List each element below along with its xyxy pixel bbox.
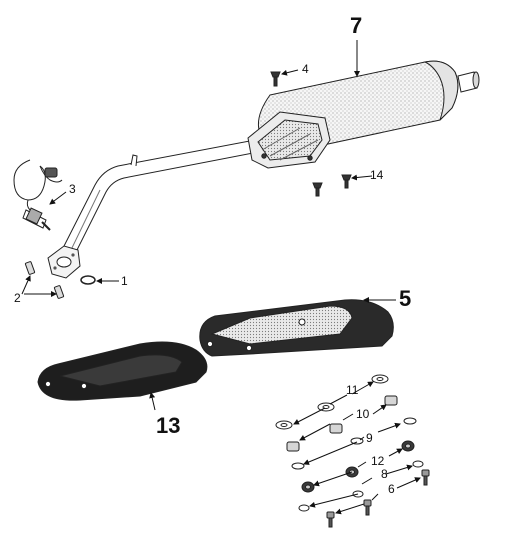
- collars: [286, 395, 398, 452]
- callout-10: 10: [356, 407, 370, 421]
- callout-2: 2: [14, 291, 21, 305]
- screws: [326, 469, 430, 528]
- oxygen-sensor: [13, 159, 63, 231]
- callout-13: 13: [156, 413, 181, 438]
- callout-5: 5: [399, 286, 412, 311]
- callout-8: 8: [381, 467, 388, 481]
- flange-studs: [24, 261, 65, 299]
- callout-14: 14: [370, 168, 384, 182]
- callout-1: 1: [121, 274, 128, 288]
- washers: [275, 374, 424, 512]
- muffler: [247, 60, 480, 169]
- callout-4: 4: [302, 62, 309, 76]
- muffler-protector-cover: [199, 299, 394, 357]
- gasket: [80, 275, 96, 285]
- exhaust-flange: [47, 245, 81, 279]
- callout-9: 9: [366, 431, 373, 445]
- muffler-bolts: [270, 71, 352, 197]
- callout-3: 3: [69, 182, 76, 196]
- callout-7: 7: [350, 13, 363, 38]
- exhaust-pipe: [61, 139, 259, 253]
- side-cover: [37, 341, 208, 401]
- leader-arrows: [21, 40, 421, 515]
- callout-6: 6: [388, 482, 395, 496]
- callout-11: 11: [346, 383, 359, 397]
- grommets: [301, 440, 415, 493]
- callout-12: 12: [371, 454, 385, 468]
